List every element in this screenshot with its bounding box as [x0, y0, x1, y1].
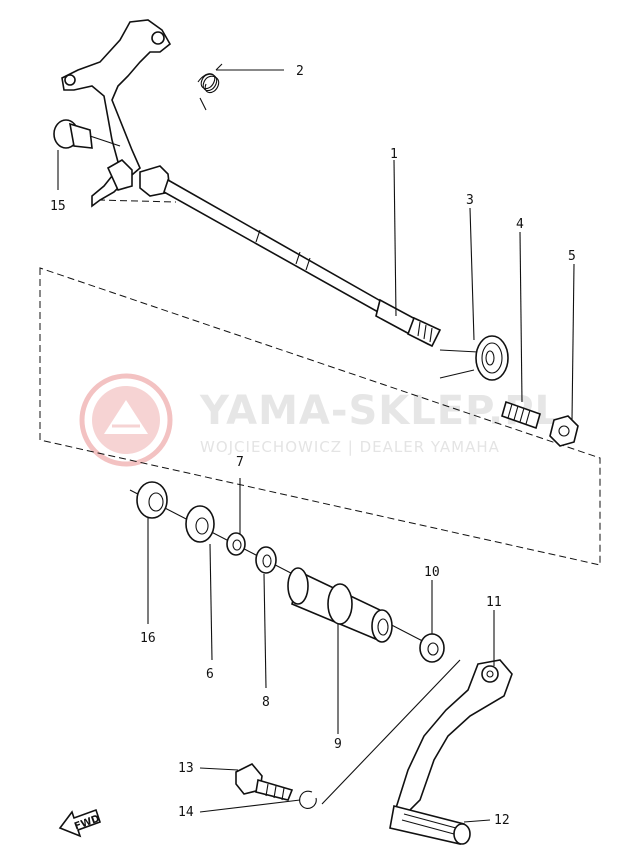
pedal-bolt	[235, 763, 294, 801]
pedal-guide-line	[321, 659, 461, 805]
forward-arrow-icon: FWD	[58, 808, 101, 838]
nut	[549, 415, 579, 447]
callout-7: 7	[236, 455, 244, 470]
callout-14: 14	[178, 805, 194, 820]
washer-6	[185, 505, 215, 543]
oil-seal	[136, 481, 168, 519]
callout-2: 2	[296, 64, 304, 79]
leader-lines	[57, 69, 575, 823]
torsion-spring	[439, 335, 509, 381]
shaft-axis-line	[129, 489, 441, 651]
watermark: YAMA-SKLEP.PL WOJCIECHOWICZ | DEALER YAM…	[79, 373, 561, 467]
callout-labels: 2 1 3 4 5 15 7 16 6 8 9 10 11 12 13 14	[50, 64, 576, 828]
return-spring	[197, 63, 223, 111]
callout-8: 8	[262, 695, 270, 710]
callout-16: 16	[140, 631, 156, 646]
watermark-subtitle: WOJCIECHOWICZ | DEALER YAMAHA	[200, 438, 500, 456]
callout-15: 15	[50, 199, 66, 214]
washer-8	[255, 546, 277, 574]
circlip	[299, 790, 317, 809]
spring	[501, 400, 541, 430]
pivot-bolt	[53, 119, 121, 149]
shift-pedal	[389, 659, 513, 845]
washer-10	[419, 633, 445, 663]
callout-5: 5	[568, 249, 576, 264]
callout-11: 11	[486, 595, 502, 610]
watermark-title: YAMA-SKLEP.PL	[199, 388, 561, 434]
watermark-logo-icon	[79, 373, 173, 467]
callout-10: 10	[424, 565, 440, 580]
callout-4: 4	[516, 217, 524, 232]
callout-1: 1	[390, 147, 398, 162]
collar	[287, 567, 393, 643]
callout-6: 6	[206, 667, 214, 682]
callout-3: 3	[466, 193, 474, 208]
assembly-frame	[39, 199, 601, 566]
washer-7	[226, 532, 246, 556]
shift-shaft	[61, 19, 442, 348]
callout-13: 13	[178, 761, 194, 776]
callout-12: 12	[494, 813, 510, 828]
callout-9: 9	[334, 737, 342, 752]
